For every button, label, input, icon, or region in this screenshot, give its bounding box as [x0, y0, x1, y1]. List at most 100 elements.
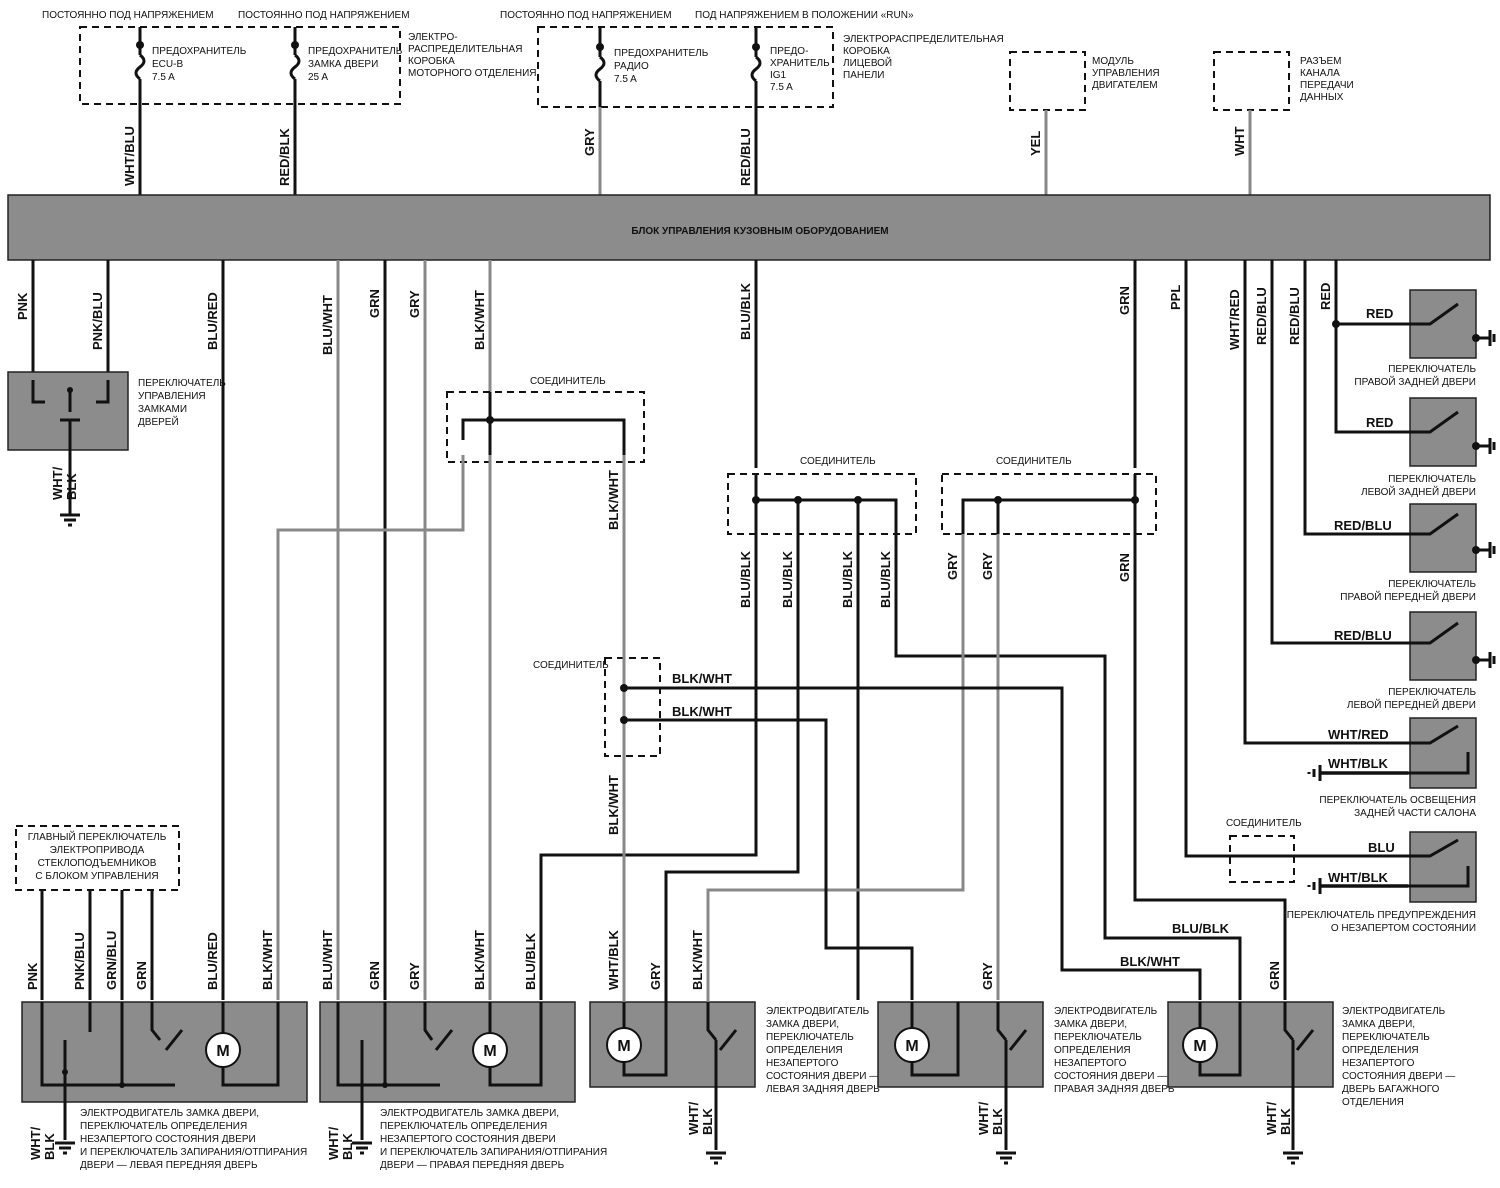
ground-icon — [55, 1141, 75, 1155]
svg-text:И ПЕРЕКЛЮЧАТЕЛЬ ЗАПИРАНИЯ/ОТПИ: И ПЕРЕКЛЮЧАТЕЛЬ ЗАПИРАНИЯ/ОТПИРАНИЯ — [80, 1147, 307, 1158]
svg-text:ПЕРЕДАЧИ: ПЕРЕДАЧИ — [1300, 80, 1354, 91]
connector-blk-wht: СОЕДИНИТЕЛЬ BLK/WHT — [276, 376, 645, 1000]
svg-text:ОПРЕДЕЛЕНИЯ: ОПРЕДЕЛЕНИЯ — [766, 1045, 843, 1056]
svg-text:КОРОБКА: КОРОБКА — [408, 56, 455, 67]
svg-text:С БЛОКОМ УПРАВЛЕНИЯ: С БЛОКОМ УПРАВЛЕНИЯ — [35, 871, 158, 882]
svg-text:УПРАВЛЕНИЯ: УПРАВЛЕНИЯ — [138, 391, 206, 402]
svg-text:ОТДЕЛЕНИЯ: ОТДЕЛЕНИЯ — [1342, 1097, 1404, 1108]
connector-grn-gry: СОЕДИНИТЕЛЬ GRY GRY GRN — [941, 456, 1157, 582]
wire-red-blu-top: RED/BLU — [738, 128, 753, 186]
top-section: ПОСТОЯННО ПОД НАПРЯЖЕНИЕМ ПОСТОЯННО ПОД … — [42, 10, 1354, 195]
svg-text:ДВЕРЬ БАГАЖНОГО: ДВЕРЬ БАГАЖНОГО — [1342, 1084, 1440, 1095]
module-left-front-door: PNK PNK/BLU GRN/BLU GRN BLU/RED BLK/WHT … — [21, 930, 308, 1171]
fuse-door-line-3: 25 A — [308, 72, 328, 83]
svg-text:ЗАМКА ДВЕРИ,: ЗАМКА ДВЕРИ, — [1342, 1019, 1415, 1030]
panel-box-caption: ЭЛЕКТРОРАСПРЕДЕЛИТЕЛЬНАЯ КОРОБКА ЛИЦЕВОЙ… — [843, 34, 1004, 81]
svg-text:НЕЗАПЕРТОГО: НЕЗАПЕРТОГО — [766, 1058, 839, 1069]
wire-red-blk-top: RED/BLK — [277, 128, 292, 186]
svg-text:ПЕРЕКЛЮЧАТЕЛЬ: ПЕРЕКЛЮЧАТЕЛЬ — [1054, 1032, 1142, 1043]
svg-text:КАНАЛА: КАНАЛА — [1300, 68, 1340, 79]
wire-blk-wht-3: BLK/WHT — [1120, 954, 1180, 969]
svg-text:ДВИГАТЕЛЕМ: ДВИГАТЕЛЕМ — [1092, 80, 1158, 91]
connector-label-4: СОЕДИНИТЕЛЬ — [533, 660, 609, 671]
switch-rear-interior-light: WHT/RED WHT/BLK ПЕРЕКЛЮЧАТЕЛЬ ОСВЕЩЕНИЯ … — [1307, 717, 1477, 819]
wire-blk-wht-6: BLK/WHT — [606, 775, 621, 835]
module-right-rear-door: GRY M WHT/ BLK ЭЛЕКТРОДВИГАТЕЛЬ ЗАМКА ДВ… — [877, 962, 1175, 1165]
wire-grn-2: GRN — [1117, 286, 1132, 315]
svg-text:ЛЕВОЙ ПЕРЕДНЕЙ ДВЕРИ: ЛЕВОЙ ПЕРЕДНЕЙ ДВЕРИ — [1347, 698, 1476, 711]
ground-icon — [706, 1151, 726, 1165]
connector-blk-wht-split: СОЕДИНИТЕЛЬ BLK/WHT BLK/WHT BLK/WHT — [533, 655, 732, 905]
wire-gry-3: GRY — [980, 552, 995, 580]
wire-yel-top: YEL — [1028, 131, 1043, 156]
connector-blu: СОЕДИНИТЕЛЬ BLU — [1222, 818, 1408, 883]
fuse-door-line-2: ЗАМКА ДВЕРИ — [308, 59, 378, 70]
wire-wht-blk-sw5: WHT/BLK — [1328, 756, 1389, 771]
wire-blk-wht-1: BLK/WHT — [472, 290, 487, 350]
svg-text:МОТОРНОГО ОТДЕЛЕНИЯ: МОТОРНОГО ОТДЕЛЕНИЯ — [408, 68, 537, 79]
svg-text:СТЕКЛОПОДЪЕМНИКОВ: СТЕКЛОПОДЪЕМНИКОВ — [38, 858, 157, 869]
fuse-ig1-line-4: 7.5 A — [770, 82, 793, 93]
svg-text:ПЕРЕКЛЮЧАТЕЛЬ ОПРЕДЕЛЕНИЯ: ПЕРЕКЛЮЧАТЕЛЬ ОПРЕДЕЛЕНИЯ — [380, 1121, 547, 1132]
panel-fuse-box — [537, 26, 834, 108]
svg-text:НЕЗАПЕРТОГО СОСТОЯНИЯ ДВЕРИ: НЕЗАПЕРТОГО СОСТОЯНИЯ ДВЕРИ — [80, 1134, 256, 1145]
routing-wires: BLU/BLK BLK/WHT — [539, 534, 1287, 1000]
ecm-caption: МОДУЛЬ УПРАВЛЕНИЯ ДВИГАТЕЛЕМ — [1092, 56, 1160, 91]
module-trunk-door: GRN M WHT/ BLK ЭЛЕКТРОДВИГАТЕЛЬ ЗАМКА ДВ… — [1167, 961, 1455, 1165]
bcm-output-wires: PNK PNK/BLU BLU/RED BLU/WHT GRN GRY BLK/… — [15, 260, 1408, 1000]
wire-wht-blk-sw6: WHT/BLK — [1328, 870, 1389, 885]
svg-text:РАЗЪЕМ: РАЗЪЕМ — [1300, 56, 1342, 67]
ground-icon — [1283, 1151, 1303, 1165]
wire-blu-blk-5: BLU/BLK — [878, 550, 893, 608]
fuse-radio-line-3: 7.5 A — [614, 74, 637, 85]
ground-icon — [996, 1151, 1016, 1165]
switch-right-front-door: RED/BLU ПЕРЕКЛЮЧАТЕЛЬ ПРАВОЙ ПЕРЕДНЕЙ ДВ… — [1334, 503, 1496, 603]
svg-text:ПЕРЕКЛЮЧАТЕЛЬ: ПЕРЕКЛЮЧАТЕЛЬ — [1388, 579, 1476, 590]
switch-unlock-warning: WHT/BLK ПЕРЕКЛЮЧАТЕЛЬ ПРЕДУПРЕЖДЕНИЯ О Н… — [1287, 831, 1477, 934]
module-left-rear-door: WHT/BLK GRY BLK/WHT M WHT/ BLK ЭЛЕКТРОДВ… — [589, 905, 880, 1165]
lf-wire-grn-blu: GRN/BLU — [104, 931, 119, 990]
engine-fuse-box — [79, 26, 401, 105]
lr-gnd-1: WHT/ — [686, 1101, 701, 1135]
svg-text:ПЕРЕКЛЮЧАТЕЛЬ ОПРЕДЕЛЕНИЯ: ПЕРЕКЛЮЧАТЕЛЬ ОПРЕДЕЛЕНИЯ — [80, 1121, 247, 1132]
door-lock-control-switch: ПЕРЕКЛЮЧАТЕЛЬ УПРАВЛЕНИЯ ЗАМКАМИ ДВЕРЕЙ … — [7, 371, 226, 527]
wire-gry-1: GRY — [407, 290, 422, 318]
wire-blu-blk-2: BLU/BLK — [738, 550, 753, 608]
rf-motor-label: M — [483, 1043, 496, 1060]
svg-text:ЛЕВОЙ ЗАДНЕЙ ДВЕРИ: ЛЕВОЙ ЗАДНЕЙ ДВЕРИ — [1361, 485, 1476, 498]
svg-text:ЭЛЕКТРОРАСПРЕДЕЛИТЕЛЬНАЯ: ЭЛЕКТРОРАСПРЕДЕЛИТЕЛЬНАЯ — [843, 34, 1004, 45]
always-hot-label-3: ПОСТОЯННО ПОД НАПРЯЖЕНИЕМ — [500, 10, 672, 21]
lf-gnd-1: WHT/ — [28, 1126, 43, 1160]
svg-text:МОДУЛЬ: МОДУЛЬ — [1092, 56, 1134, 67]
svg-text:СОСТОЯНИЯ ДВЕРИ —: СОСТОЯНИЯ ДВЕРИ — — [766, 1071, 879, 1082]
svg-text:РАСПРЕДЕЛИТЕЛЬНАЯ: РАСПРЕДЕЛИТЕЛЬНАЯ — [408, 44, 522, 55]
rf-wire-blk-wht: BLK/WHT — [472, 930, 487, 990]
bcm-label: БЛОК УПРАВЛЕНИЯ КУЗОВНЫМ ОБОРУДОВАНИЕМ — [631, 226, 888, 237]
svg-text:ПЕРЕКЛЮЧАТЕЛЬ: ПЕРЕКЛЮЧАТЕЛЬ — [766, 1032, 854, 1043]
svg-text:ПЕРЕКЛЮЧАТЕЛЬ: ПЕРЕКЛЮЧАТЕЛЬ — [1388, 474, 1476, 485]
svg-text:КОРОБКА: КОРОБКА — [843, 46, 890, 57]
rf-wire-blu-blk: BLU/BLK — [523, 932, 538, 990]
trunk-gnd-1: WHT/ — [1264, 1101, 1279, 1135]
fuse-ecu-b-line-2: ECU-B — [152, 59, 183, 70]
fuse-radio: ПРЕДОХРАНИТЕЛЬ РАДИО 7.5 A — [594, 27, 709, 107]
wire-wht-red: WHT/RED — [1227, 289, 1242, 350]
connector-label-3: СОЕДИНИТЕЛЬ — [996, 456, 1072, 467]
rr-gnd-1: WHT/ — [976, 1101, 991, 1135]
svg-text:ЛИЦЕВОЙ: ЛИЦЕВОЙ — [843, 56, 892, 69]
ground-icon — [352, 1141, 372, 1155]
svg-text:О НЕЗАПЕРТОМ СОСТОЯНИИ: О НЕЗАПЕРТОМ СОСТОЯНИИ — [1331, 923, 1476, 934]
svg-text:НЕЗАПЕРТОГО: НЕЗАПЕРТОГО — [1054, 1058, 1127, 1069]
dlc-caption: РАЗЪЕМ КАНАЛА ПЕРЕДАЧИ ДАННЫХ — [1300, 56, 1354, 103]
svg-text:ПЕРЕКЛЮЧАТЕЛЬ ОСВЕЩЕНИЯ: ПЕРЕКЛЮЧАТЕЛЬ ОСВЕЩЕНИЯ — [1319, 795, 1476, 806]
fuse-ig1-line-1: ПРЕДО- — [770, 46, 808, 57]
rf-gnd-1: WHT/ — [326, 1126, 341, 1160]
wire-wht-top: WHT — [1232, 126, 1247, 156]
master-window-switch: ГЛАВНЫЙ ПЕРЕКЛЮЧАТЕЛЬ ЭЛЕКТРОПРИВОДА СТЕ… — [15, 825, 180, 1000]
fuse-ecu-b-line-3: 7.5 A — [152, 72, 175, 83]
fuse-ig1-line-2: ХРАНИТЕЛЬ — [770, 58, 830, 69]
wire-wht-red-sw5: WHT/RED — [1328, 727, 1389, 742]
lf-wire-pnk: PNK — [25, 962, 40, 990]
wire-blu-blk-4: BLU/BLK — [840, 550, 855, 608]
svg-text:ДВЕРИ — ЛЕВАЯ ПЕРЕДНЯЯ ДВЕРЬ: ДВЕРИ — ЛЕВАЯ ПЕРЕДНЯЯ ДВЕРЬ — [80, 1160, 258, 1171]
